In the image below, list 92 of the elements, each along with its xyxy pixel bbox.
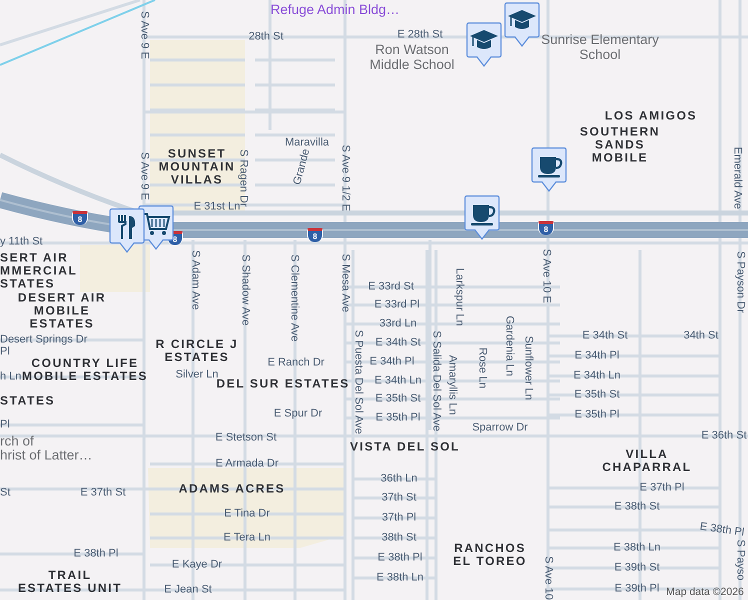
neighborhood-label: ADAMS ACRES	[178, 482, 286, 496]
street-label: 34th St	[684, 330, 718, 342]
place-label: Refuge Admin Bldg…	[270, 2, 400, 18]
street-label: E 38th Pl	[699, 520, 745, 540]
street-label: E 34th Ln	[573, 370, 621, 382]
street-label: 37th Pl	[382, 512, 416, 524]
street-label: E 37th St	[80, 486, 126, 500]
neighborhood-label: LOS AMIGOS	[604, 110, 698, 122]
street-label: E 39th Pl	[614, 582, 660, 596]
street-label: E 34th St	[582, 330, 628, 342]
neighborhood-label: VILLA CHAPARRAL	[601, 448, 693, 474]
street-label: S Payson Dr	[734, 251, 746, 313]
street-label: S Payso	[734, 540, 746, 580]
street-label: S Puesta Del Sol Ave	[352, 330, 364, 434]
street-label: S Salida Del Sol Ave	[430, 330, 442, 432]
neighborhood-label: DESERT AIR MOBILE ESTATES	[16, 292, 108, 330]
street-label: Rose Ln	[476, 348, 488, 388]
street-label: E 34th Ln	[374, 374, 422, 388]
street-label: E Jean St	[164, 584, 212, 596]
street-label: 33rd Ln	[379, 318, 417, 330]
street-label: 38th St	[382, 532, 416, 544]
neighborhood-label: COUNTRY LIFE MOBILE ESTATES	[22, 357, 148, 383]
route-shield: 8	[72, 211, 88, 225]
route-shield: 8	[307, 228, 323, 242]
street-label: E 39th St	[614, 562, 660, 574]
street-label: Gardenia Ln	[502, 316, 516, 376]
street-label: S Ave 10 E	[540, 248, 552, 304]
neighborhood-label: TRAIL ESTATES UNIT	[16, 569, 124, 595]
street-label: E Spur Dr	[274, 408, 322, 420]
route-shield: 8	[538, 221, 554, 235]
street-label: 28th St	[248, 30, 284, 44]
street-label: E 38th Pl	[74, 548, 118, 560]
street-label: 36th Ln	[380, 472, 418, 486]
street-label: Maravilla	[285, 136, 329, 150]
street-label: S Mesa Ave	[338, 254, 352, 312]
street-label: E 33rd St	[368, 280, 414, 294]
neighborhood-label: SERT AIR MMERCIAL STATES	[0, 252, 78, 290]
street-label: E 35th Pl	[376, 412, 420, 424]
street-label: E 34th Pl	[574, 350, 620, 362]
place-label: Ron Watson Middle School	[368, 42, 456, 72]
neighborhood-label: DEL SUR ESTATES	[216, 378, 350, 390]
street-label: E Tera Ln	[224, 532, 270, 544]
attribution-text: Map data ©2026	[666, 586, 744, 598]
street-label: Grande	[291, 148, 313, 186]
street-label: Desert Springs Dr	[0, 334, 88, 346]
street-label: E Tina Dr	[224, 508, 270, 520]
street-label: Pl	[0, 418, 10, 432]
street-label: E 35th St	[375, 392, 421, 406]
street-label: y 11th St	[0, 236, 43, 248]
street-label: E 31st Ln	[194, 200, 240, 214]
street-label: E 38th Ln	[376, 572, 424, 584]
street-label: S Ave 9 E	[138, 152, 150, 200]
neighborhood-label: R CIRCLE J ESTATES	[154, 338, 240, 364]
street-label: E 28th St	[397, 28, 443, 42]
street-label: S Ave 10	[542, 556, 554, 600]
street-label: E Ranch Dr	[268, 356, 324, 370]
street-label: Sparrow Dr	[472, 422, 528, 434]
street-label: Emerald Ave	[730, 146, 744, 210]
street-label: E 38th Pl	[378, 552, 422, 564]
street-label: E 34th St	[375, 336, 421, 350]
neighborhood-label: SOUTHERN SANDS MOBILE	[578, 126, 662, 164]
street-label: E 34th Pl	[370, 356, 414, 368]
street-label: Pl	[0, 346, 10, 358]
street-label: S Adam Ave	[188, 250, 202, 310]
street-label: E 36th St	[701, 430, 747, 442]
street-label: Larkspur Ln	[452, 268, 466, 326]
place-label: Sunrise Elementary School	[540, 32, 660, 62]
street-label: E Kaye Dr	[172, 558, 222, 572]
street-label: E 33rd Pl	[374, 298, 420, 312]
street-label: 37th St	[382, 492, 416, 504]
street-label: E 37th Pl	[640, 482, 684, 494]
place-label: rch of	[0, 434, 34, 448]
street-label: E Stetson St	[215, 432, 277, 444]
neighborhood-label: STATES	[0, 394, 56, 408]
street-label: S Ave 9 E	[138, 10, 150, 60]
street-label: E Armada Dr	[216, 458, 278, 470]
street-label: S Shadow Ave	[238, 254, 252, 326]
street-label: S Clementine Ave	[288, 254, 300, 342]
street-label: h Ln	[0, 370, 22, 384]
neighborhood-label: SUNSET MOUNTAIN VILLAS	[158, 148, 236, 186]
street-label: S Ave 9 1/2 E	[338, 144, 352, 212]
street-label: E 38th St	[614, 500, 660, 514]
street-label: Amaryllis Ln	[446, 355, 458, 415]
street-label: E 35th Pl	[574, 408, 620, 422]
neighborhood-label: VISTA DEL SOL	[350, 440, 460, 454]
place-label: hrist of Latter…	[0, 448, 92, 462]
street-label: E 38th Ln	[613, 542, 661, 554]
neighborhood-label: RANCHOS EL TOREO	[452, 542, 528, 568]
street-label: St	[0, 486, 10, 500]
street-label: Silver Ln	[176, 368, 218, 381]
street-label: Sunflower Ln	[522, 336, 534, 400]
street-label: E 35th St	[574, 388, 620, 402]
